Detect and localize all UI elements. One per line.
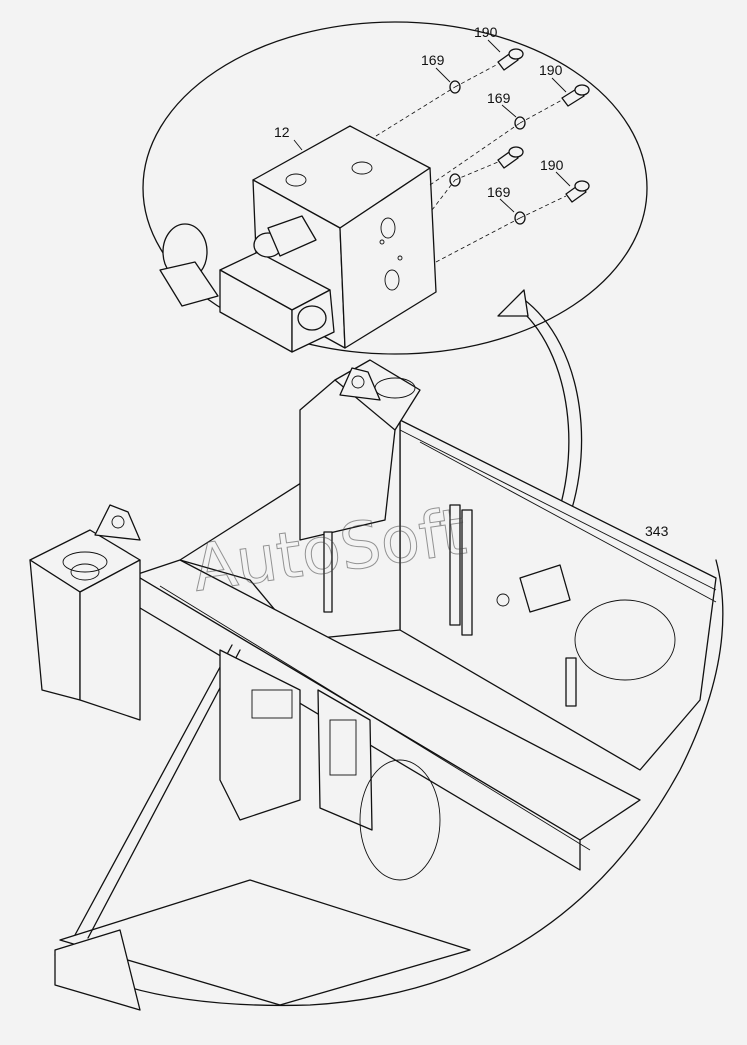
callout-12: 12 [274, 124, 290, 140]
bolt-190-top [497, 48, 524, 71]
detail-view [142, 21, 648, 355]
callout-169-top: 169 [421, 52, 445, 68]
bolt-190-right-bottom [565, 180, 590, 203]
frame-assembly [29, 359, 724, 1011]
callout-343: 343 [645, 523, 669, 539]
callout-190-top: 190 [474, 24, 498, 40]
callout-169-bottom: 169 [487, 184, 511, 200]
valve-block [159, 125, 437, 353]
callout-169-mid: 169 [487, 90, 511, 106]
bolt-190-mid [497, 146, 524, 169]
bolt-190-right-top [561, 84, 590, 107]
callout-190-right-bottom: 190 [540, 157, 564, 173]
callout-190-right-top: 190 [539, 62, 563, 78]
